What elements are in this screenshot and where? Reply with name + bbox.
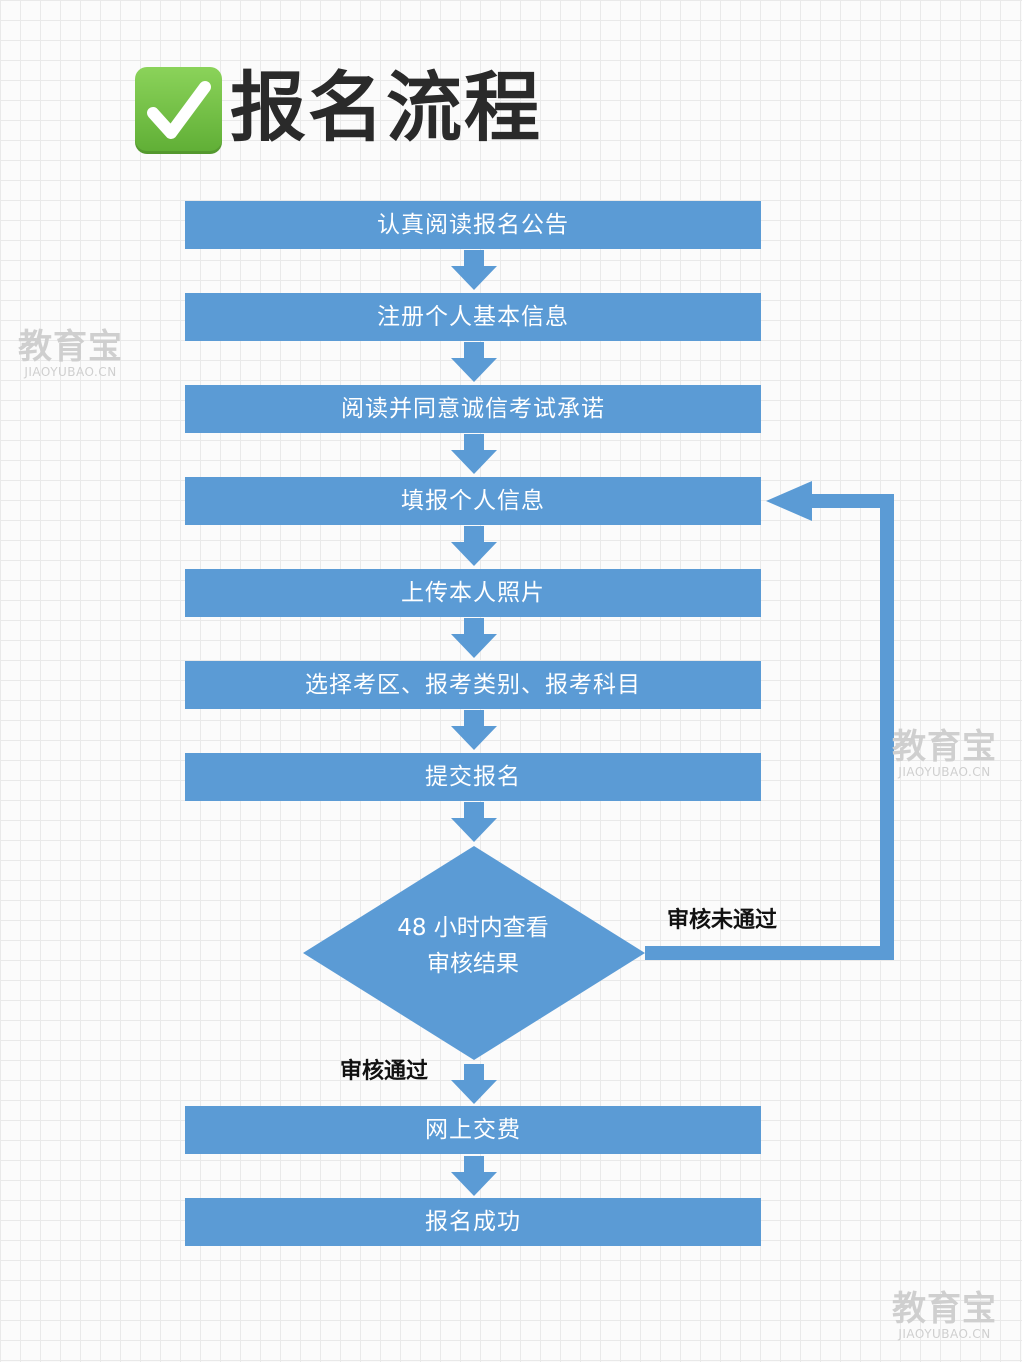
feedback-arrow [645, 481, 894, 960]
step-upload-photo: 上传本人照片 [185, 569, 761, 617]
step-agree-pledge: 阅读并同意诚信考试承诺 [185, 385, 761, 433]
down-arrow [451, 434, 497, 474]
down-arrow [451, 250, 497, 290]
step-select-options: 选择考区、报考类别、报考科目 [185, 661, 761, 709]
checkmark-icon [135, 67, 222, 154]
step-success: 报名成功 [185, 1198, 761, 1246]
step-submit: 提交报名 [185, 753, 761, 801]
decision-line-2: 审核结果 [427, 951, 519, 977]
watermark-text: 教育宝 [18, 327, 123, 367]
watermark-logo: 教育宝 JIAOYUBAO.CN [892, 730, 997, 778]
down-arrow [451, 618, 497, 658]
down-arrow [451, 710, 497, 750]
step-fill-info: 填报个人信息 [185, 477, 761, 525]
down-arrow [451, 1156, 497, 1196]
decision-line-1: 48 小时内查看 [397, 915, 549, 941]
down-arrow [451, 802, 497, 842]
step-read-announcement: 认真阅读报名公告 [185, 201, 761, 249]
watermark-domain: JIAOYUBAO.CN [898, 1327, 991, 1341]
down-arrow [451, 526, 497, 566]
watermark-text: 教育宝 [892, 1289, 997, 1329]
watermark-text: 教育宝 [892, 727, 997, 767]
down-arrow [451, 1064, 497, 1104]
fail-label: 审核未通过 [667, 908, 778, 933]
step-register-info: 注册个人基本信息 [185, 293, 761, 341]
watermark-logo: 教育宝 JIAOYUBAO.CN [892, 1292, 997, 1340]
down-arrow [451, 342, 497, 382]
page-title: 报名流程 [230, 63, 542, 152]
pass-label: 审核通过 [340, 1059, 429, 1084]
step-pay-online: 网上交费 [185, 1106, 761, 1154]
watermark-logo: 教育宝 JIAOYUBAO.CN [18, 330, 123, 378]
watermark-domain: JIAOYUBAO.CN [898, 765, 991, 779]
decision-diamond [303, 846, 645, 1060]
watermark-domain: JIAOYUBAO.CN [24, 365, 117, 379]
